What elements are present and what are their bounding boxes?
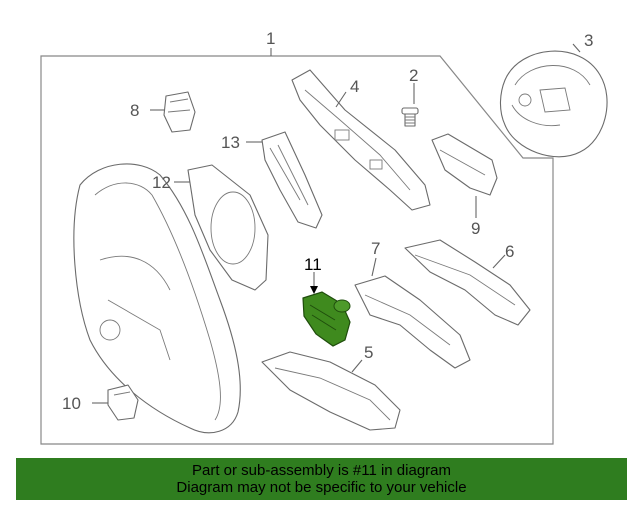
part-5-cover [261,351,401,431]
callout-11: 11 [304,255,322,274]
callout-5-leader [351,359,363,373]
callout-2: 2 [409,66,418,85]
callout-12: 12 [152,173,171,192]
part-2-screw [401,107,419,127]
callout-9: 9 [471,219,480,238]
part-6-trim [404,239,531,326]
callout-4: 4 [350,77,359,96]
part-10-clip [107,384,139,421]
callout-6-leader [492,254,506,269]
parts-diagram: 1 2 3 4 5 6 7 8 9 10 11 12 13 [40,29,608,445]
callout-5: 5 [364,343,373,362]
callout-3-leader [572,43,581,53]
callout-6: 6 [505,242,514,261]
callout-10: 10 [62,394,81,413]
callout-7-leader [371,257,377,277]
diagram-frame [40,55,554,445]
part-11-highlighted [302,291,351,347]
part-13-module [261,131,323,229]
callout-13: 13 [221,133,240,152]
part-steering-wheel [73,163,241,434]
callout-1: 1 [266,29,275,48]
callout-4-leader [335,91,347,108]
part-7-trim [354,275,471,369]
banner-line-1: Part or sub-assembly is #11 in diagram [192,462,451,479]
part-12-plate [187,164,269,291]
banner-line-2: Diagram may not be specific to your vehi… [176,479,467,496]
callout-7: 7 [371,239,380,258]
callout-11-arrowhead [310,286,318,294]
part-9-bracket [431,133,498,196]
part-3-airbag [499,50,608,158]
part-4-bracket [291,69,431,211]
info-banner: Part or sub-assembly is #11 in diagram D… [16,458,627,500]
callout-8: 8 [130,101,139,120]
callout-3: 3 [584,31,593,50]
part-8-switch [163,91,196,133]
